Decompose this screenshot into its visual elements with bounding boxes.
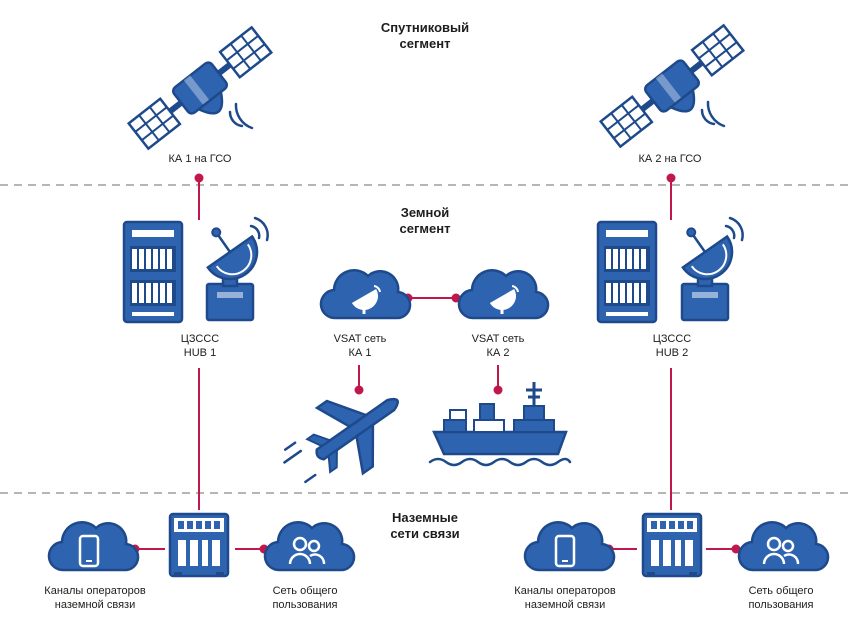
label-public-right: Сеть общего пользования (748, 585, 814, 611)
label-public-left: Сеть общего пользования (272, 585, 338, 611)
satellite-icon (127, 26, 282, 161)
label-hub2: ЦЗССС HUB 2 (652, 333, 692, 359)
label-vsat2: VSAT сеть КА 2 (471, 333, 525, 359)
label-sat1: КА 1 на ГСО (168, 153, 232, 165)
cloud-phone-icon (49, 522, 138, 570)
server-rack-icon (596, 220, 658, 324)
airplane-icon (283, 397, 400, 484)
segment-satellite-title: Спутниковый сегмент (380, 20, 470, 51)
satellite-dish-icon (190, 212, 269, 322)
switch-cabinet-icon (168, 512, 230, 578)
cloud-users-icon (739, 522, 828, 570)
ship-icon (428, 382, 572, 467)
satellite-dish-icon (665, 212, 744, 322)
cloud-users-icon (265, 522, 354, 570)
switch-cabinet-icon (641, 512, 703, 578)
satellite-icon (599, 24, 754, 159)
label-vsat1: VSAT сеть КА 1 (333, 333, 387, 359)
label-hub1: ЦЗССС HUB 1 (180, 333, 220, 359)
label-operators-right: Каналы операторов наземной связи (514, 585, 616, 611)
segment-earth-title: Земной сегмент (399, 205, 451, 236)
cloud-dish-icon (459, 270, 548, 318)
cloud-phone-icon (525, 522, 614, 570)
label-operators-left: Каналы операторов наземной связи (44, 585, 146, 611)
segment-ground-title: Наземные сети связи (390, 510, 460, 541)
cloud-dish-icon (321, 270, 410, 318)
label-sat2: КА 2 на ГСО (638, 153, 702, 165)
server-rack-icon (122, 220, 184, 324)
